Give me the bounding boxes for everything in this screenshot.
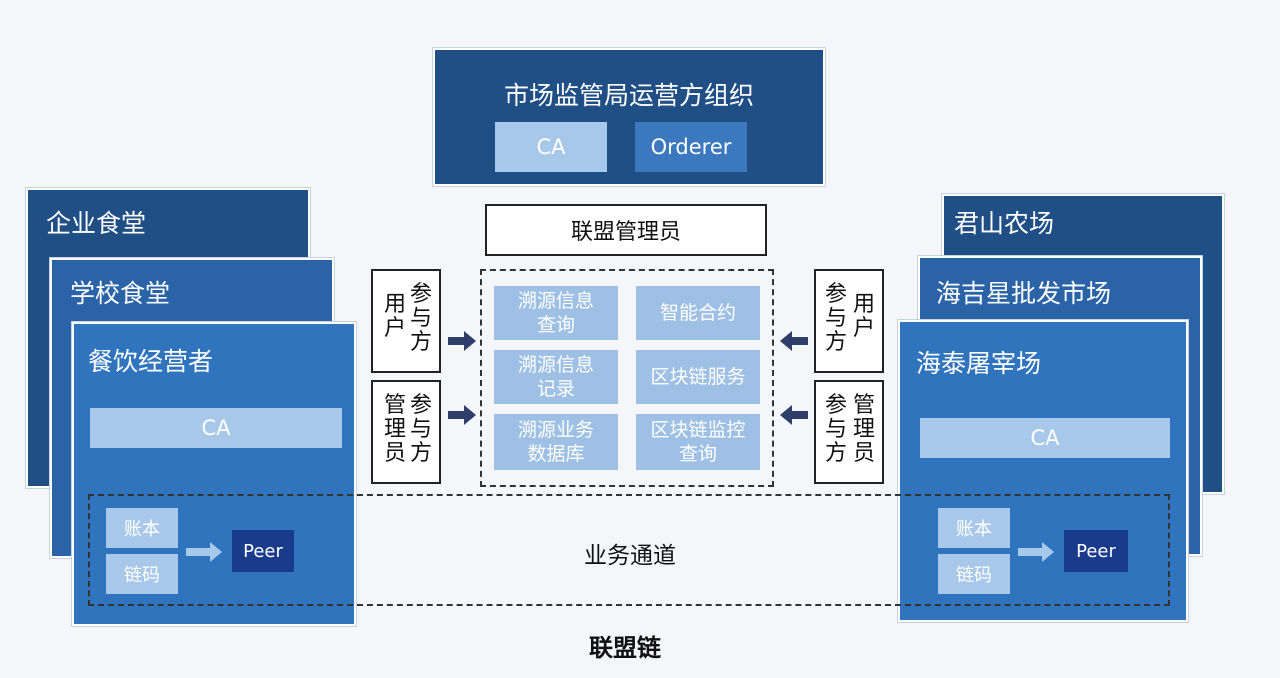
left-org-back-title: 企业食堂 xyxy=(46,209,147,238)
right-org-middle-title: 海吉星批发市场 xyxy=(936,279,1112,308)
service-trace-record-line1: 溯源信息 xyxy=(517,354,594,376)
right-chaincode: 链码 xyxy=(938,554,1010,594)
right-admin-participant: 参与方 管理员 xyxy=(814,380,884,484)
service-trace-record: 溯源信息 记录 xyxy=(494,350,618,404)
right-ledger: 账本 xyxy=(938,508,1010,548)
left-user-arrow-icon xyxy=(448,331,476,351)
left-peer: Peer xyxy=(232,530,294,572)
service-blockchain: 区块链服务 xyxy=(636,350,760,404)
service-smart-contract: 智能合约 xyxy=(636,286,760,340)
right-user-arrow-icon xyxy=(780,331,808,351)
right-org-back-title: 君山农场 xyxy=(954,209,1055,238)
right-peer: Peer xyxy=(1064,530,1128,572)
service-blockchain-label: 区块链服务 xyxy=(650,366,746,388)
right-arrow-icon xyxy=(1018,542,1054,562)
regulator-title: 市场监管局运营方组织 xyxy=(503,81,754,110)
right-admin-label-1: 参与方 xyxy=(824,393,847,466)
left-arrow-icon xyxy=(186,542,222,562)
service-trace-database-line1: 溯源业务 xyxy=(517,419,594,441)
service-trace-database-line2: 数据库 xyxy=(527,443,585,465)
business-channel-label: 业务通道 xyxy=(584,543,676,569)
left-chaincode: 链码 xyxy=(106,554,178,594)
service-trace-query: 溯源信息 查询 xyxy=(494,286,618,340)
service-trace-database: 溯源业务 数据库 xyxy=(494,414,618,470)
left-user-label-1: 用户 xyxy=(383,292,406,341)
footer-title: 联盟链 xyxy=(589,634,661,662)
right-user-label-2: 用户 xyxy=(852,292,875,341)
service-monitor-query-line2: 查询 xyxy=(678,443,717,465)
regulator-org-box: 市场监管局运营方组织 CA Orderer xyxy=(433,48,825,186)
right-user-participant: 参与方 用户 xyxy=(814,269,884,373)
service-monitor-query-line1: 区块链监控 xyxy=(650,419,746,441)
orderer-box: Orderer xyxy=(635,122,747,172)
regulator-ca: CA xyxy=(495,122,607,172)
left-user-label-2: 参与方 xyxy=(409,282,432,355)
service-trace-query-line2: 查询 xyxy=(536,314,575,336)
left-ledger: 账本 xyxy=(106,508,178,548)
left-admin-label-2: 参与方 xyxy=(409,393,432,466)
left-admin-arrow-icon xyxy=(448,405,476,425)
alliance-admin-box: 联盟管理员 xyxy=(485,204,767,256)
left-org-front-title: 餐饮经营者 xyxy=(88,347,214,376)
right-user-label-1: 参与方 xyxy=(824,282,847,355)
service-smart-contract-label: 智能合约 xyxy=(659,302,736,324)
left-org-middle-title: 学校食堂 xyxy=(70,279,171,308)
service-trace-record-line2: 记录 xyxy=(536,378,575,400)
right-org-front: 海泰屠宰场 CA 账本 链码 Peer xyxy=(898,320,1188,622)
left-admin-label-1: 管理员 xyxy=(383,393,406,466)
right-org-ca: CA xyxy=(920,418,1170,458)
left-admin-participant: 管理员 参与方 xyxy=(371,380,441,484)
right-admin-arrow-icon xyxy=(780,405,808,425)
left-org-front: 餐饮经营者 CA 账本 链码 Peer xyxy=(72,322,356,626)
right-admin-label-2: 管理员 xyxy=(852,393,875,466)
service-monitor-query: 区块链监控 查询 xyxy=(636,414,760,470)
business-channel xyxy=(88,494,1170,606)
left-org-ca: CA xyxy=(90,408,342,448)
service-trace-query-line1: 溯源信息 xyxy=(517,290,594,312)
left-user-participant: 用户 参与方 xyxy=(371,269,441,373)
right-org-front-title: 海泰屠宰场 xyxy=(916,349,1042,378)
